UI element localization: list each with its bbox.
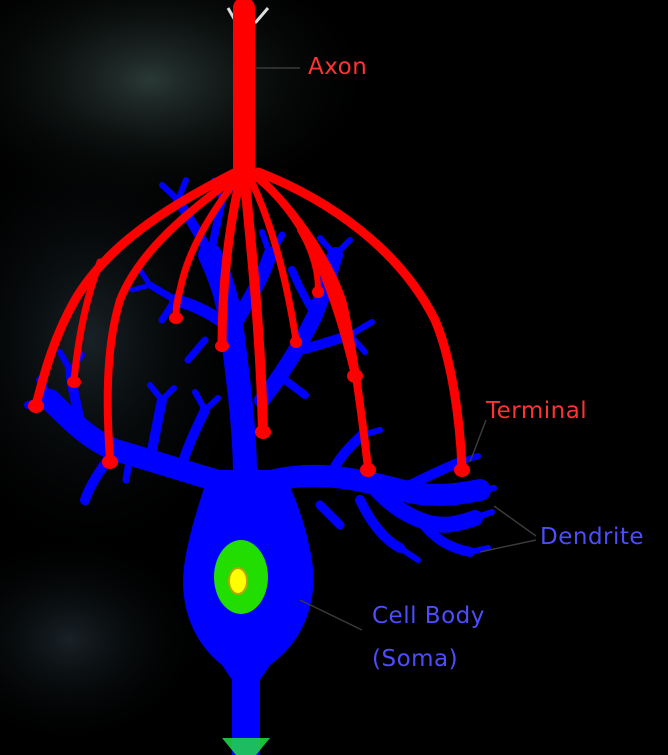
- soma-label: (Soma): [372, 644, 458, 674]
- terminal-bouton: [454, 463, 470, 477]
- terminal-bouton: [28, 399, 44, 413]
- axon-label: Axon: [308, 52, 367, 82]
- terminal-bouton: [360, 463, 376, 477]
- dendrite-label: Dendrite: [540, 522, 644, 552]
- terminal-bouton: [347, 369, 363, 383]
- terminal-bouton: [255, 425, 271, 439]
- terminal-bouton: [102, 455, 118, 469]
- terminal-bouton: [312, 286, 324, 298]
- terminal-bouton: [67, 376, 81, 388]
- terminal-label: Terminal: [486, 396, 587, 426]
- cell-body-label: Cell Body: [372, 601, 485, 631]
- nucleolus: [229, 568, 247, 594]
- terminal-bouton: [215, 340, 229, 352]
- terminal-bouton: [290, 336, 302, 348]
- terminal-bouton: [169, 312, 183, 324]
